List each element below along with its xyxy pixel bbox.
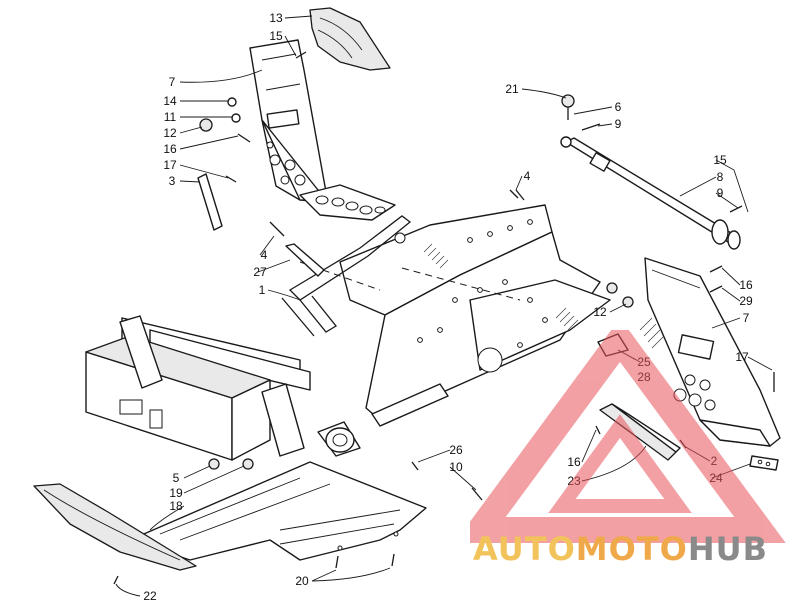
callout-label-c10: 10	[449, 460, 463, 474]
callout-label-c9b: 9	[717, 186, 724, 200]
callout-label-c21: 21	[505, 82, 519, 96]
fasteners-upper-left	[199, 51, 307, 183]
callout-label-c13: 13	[269, 11, 283, 25]
callout-label-c4a: 4	[524, 169, 531, 183]
watermark-triangle-icon	[470, 330, 786, 543]
callout-label-c27: 27	[253, 265, 267, 279]
callout-label-c14: 14	[163, 94, 177, 108]
callout-label-c11: 11	[164, 110, 177, 124]
callout-label-c4b: 4	[261, 248, 268, 262]
belly-pan	[129, 461, 427, 561]
watermark-brand-text: AUTOMOTOHUB	[473, 530, 768, 568]
callout-label-c17b: 17	[735, 350, 749, 364]
clip-plate	[749, 455, 779, 471]
steering-post	[560, 94, 743, 250]
callout-label-c15b: 15	[713, 153, 727, 167]
callout-label-c22: 22	[143, 589, 157, 603]
callout-label-c7b: 7	[743, 311, 750, 325]
dash-panel	[309, 7, 391, 71]
watermark-logo-icon	[470, 330, 786, 543]
callout-label-c3: 3	[169, 174, 176, 188]
tunnel-hatch	[423, 243, 579, 331]
fasteners-lower	[113, 189, 525, 585]
watermark-brand-hub: HUB	[687, 530, 769, 568]
steering-support-plate-right	[639, 257, 781, 447]
callout-label-c5: 5	[173, 471, 180, 485]
callout-label-c7a: 7	[169, 75, 176, 89]
callout-label-c16b: 16	[739, 278, 753, 292]
callout-label-c12a: 12	[163, 126, 177, 140]
callout-label-c12b: 12	[593, 305, 607, 319]
brace-rod	[197, 173, 223, 231]
steering-support-plate-left	[249, 39, 351, 203]
callout-label-c29: 29	[739, 294, 753, 308]
callout-label-c20: 20	[295, 574, 309, 588]
fasteners-right	[509, 189, 775, 449]
callout-label-c26: 26	[449, 443, 463, 457]
skid-plate	[33, 483, 197, 571]
watermark-brand-moto: MOTO	[575, 530, 688, 568]
footrest-plate-upper	[299, 184, 396, 221]
chassis-frame	[85, 204, 611, 461]
callout-label-c18: 18	[169, 499, 183, 513]
callout-label-c9a: 9	[615, 117, 622, 131]
watermark-brand-auto: AUTO	[473, 530, 576, 568]
callout-label-c8: 8	[717, 170, 724, 184]
callout-label-c15a: 15	[269, 29, 283, 43]
callout-label-c6: 6	[615, 100, 622, 114]
callout-label-c16c: 16	[567, 455, 581, 469]
callout-label-c17a: 17	[163, 158, 177, 172]
callout-label-c16a: 16	[163, 142, 177, 156]
callout-label-c19: 19	[169, 486, 183, 500]
callout-label-c1: 1	[259, 283, 266, 297]
